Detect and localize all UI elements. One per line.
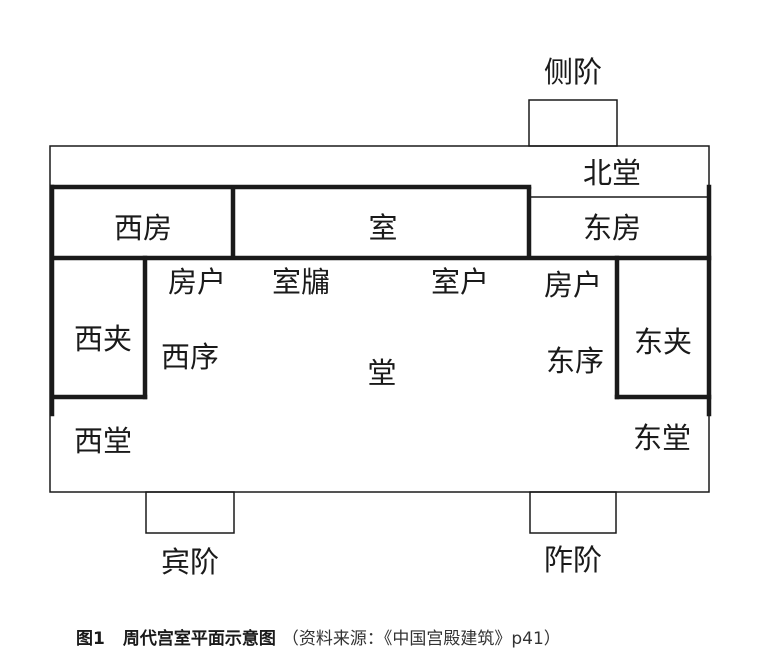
- figure-title: 周代宫室平面示意图: [122, 629, 276, 649]
- west-chamber-door-label: 房户: [167, 265, 227, 299]
- east-hall-label: 东堂: [632, 421, 692, 455]
- guest-steps-block: [145, 491, 235, 534]
- east-chamber-label: 东房: [582, 211, 642, 245]
- room-window-label: 室牖: [271, 265, 331, 299]
- figure-caption: 图1 周代宫室平面示意图（资料来源：《中国宫殿建筑》p41）: [76, 628, 561, 650]
- west-hall-label: 西堂: [73, 424, 133, 458]
- west-jia-label: 西夹: [73, 322, 133, 356]
- main-room-label: 室: [368, 211, 398, 245]
- room-door-label: 室户: [430, 265, 490, 299]
- figure-number: 图1: [76, 629, 105, 649]
- east-chamber-door-label: 房户: [543, 268, 603, 302]
- east-xu-label: 东序: [545, 344, 605, 378]
- thick-walls: [49, 184, 712, 417]
- east-jia-label: 东夹: [633, 325, 693, 359]
- figure-source: （资料来源：《中国宫殿建筑》p41）: [281, 629, 561, 649]
- west-chamber-label: 西房: [113, 211, 173, 245]
- north-hall-label: 北堂: [582, 156, 642, 190]
- hall-label: 堂: [367, 356, 397, 390]
- side-steps-label: 侧阶: [543, 55, 603, 89]
- building-outline: [49, 145, 710, 493]
- host-steps-block: [529, 491, 617, 534]
- west-xu-label: 西序: [160, 340, 220, 374]
- side-steps-block: [528, 99, 618, 147]
- guest-steps-label: 宾阶: [160, 545, 220, 579]
- host-steps-label: 阼阶: [543, 543, 603, 577]
